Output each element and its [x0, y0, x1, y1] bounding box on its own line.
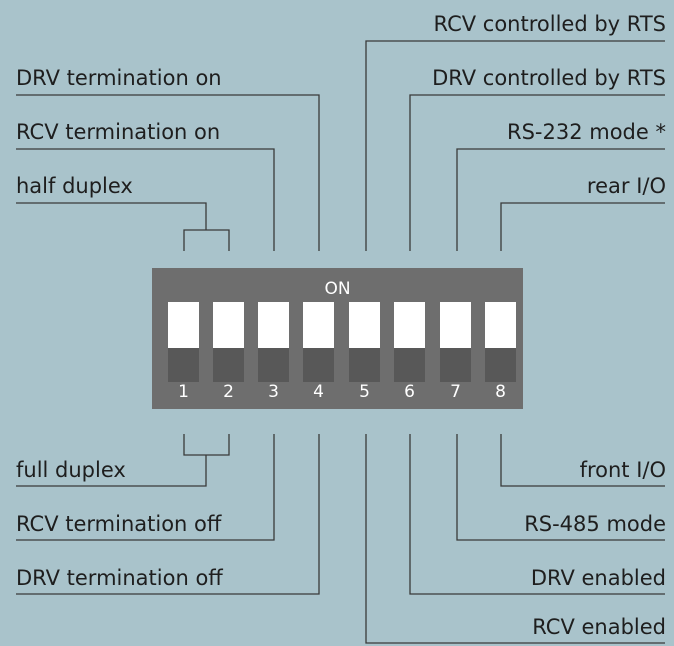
label-front-io: front I/O [579, 458, 666, 482]
leader-rcv-enabled [365, 434, 665, 644]
leader-drv-controlled-by-rts [409, 94, 665, 251]
switch-8-number: 8 [495, 382, 506, 402]
leader-rs232-mode [456, 148, 665, 251]
leader-rear-io [500, 202, 665, 251]
switch-6-slot [394, 348, 425, 382]
switch-5-knob[interactable] [349, 302, 380, 348]
label-drv-termination-on: DRV termination on [16, 66, 222, 90]
switch-7-slot [440, 348, 471, 382]
switch-5-slot [349, 348, 380, 382]
label-drv-enabled: DRV enabled [530, 566, 666, 590]
leader-rcv-controlled-by-rts [365, 40, 665, 251]
switch-8-knob[interactable] [485, 302, 516, 348]
leader-drv-termination-on [16, 94, 320, 251]
switch-1-slot [168, 348, 199, 382]
switch-3-slot [258, 348, 289, 382]
label-half-duplex: half duplex [16, 174, 133, 198]
leader-drv-enabled [409, 434, 665, 595]
switch-7-number: 7 [450, 382, 461, 402]
switch-7-knob[interactable] [440, 302, 471, 348]
switch-2-knob[interactable] [213, 302, 244, 348]
switch-1-number: 1 [178, 382, 189, 402]
switch-2-number: 2 [223, 382, 234, 402]
switch-4-knob[interactable] [303, 302, 334, 348]
switch-3-number: 3 [268, 382, 279, 402]
switch-4-number: 4 [313, 382, 324, 402]
leader-rcv-termination-on [16, 148, 275, 251]
label-rcv-termination-on: RCV termination on [16, 120, 221, 144]
switch-6-number: 6 [404, 382, 415, 402]
on-label: ON [324, 279, 351, 299]
leader-half-duplex [16, 202, 230, 251]
leader-rs485-mode [456, 434, 665, 541]
switch-1-knob[interactable] [168, 302, 199, 348]
label-full-duplex: full duplex [16, 458, 126, 482]
leader-rcv-termination-off [16, 434, 275, 541]
switch-8-slot [485, 348, 516, 382]
leader-full-duplex [16, 434, 230, 487]
label-rs485-mode: RS-485 mode [524, 512, 666, 536]
switch-3-knob[interactable] [258, 302, 289, 348]
label-drv-controlled-by-rts: DRV controlled by RTS [432, 66, 666, 90]
leader-front-io [500, 434, 665, 487]
label-rcv-termination-off: RCV termination off [16, 512, 222, 536]
switch-6-knob[interactable] [394, 302, 425, 348]
label-rear-io: rear I/O [586, 174, 666, 198]
label-rs232-mode: RS-232 mode * [507, 120, 666, 144]
switch-2-slot [213, 348, 244, 382]
leader-drv-termination-off [16, 434, 320, 595]
label-rcv-enabled: RCV enabled [532, 615, 666, 639]
label-drv-termination-off: DRV termination off [16, 566, 223, 590]
switch-5-number: 5 [359, 382, 370, 402]
dip-switch: ON 1 2 3 4 5 6 7 8 [152, 268, 523, 409]
switch-4-slot [303, 348, 334, 382]
label-rcv-controlled-by-rts: RCV controlled by RTS [433, 12, 666, 36]
